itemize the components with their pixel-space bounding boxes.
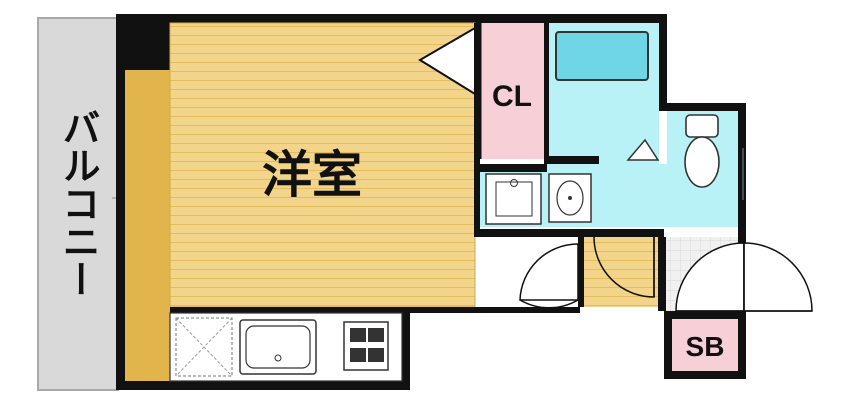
bath-door-marker: [626, 138, 660, 161]
wash-basin-icon: [548, 173, 592, 223]
exterior-walls: [116, 14, 664, 390]
hallway-floor: [584, 237, 658, 307]
toilet-icon: [684, 114, 720, 188]
washing-machine-space: [485, 173, 542, 225]
room-door-swing: [519, 243, 579, 309]
fridge-space: [175, 317, 233, 377]
floor-border: [125, 70, 170, 381]
western-room-label: 洋室: [262, 146, 362, 204]
closet-area: [480, 23, 544, 159]
shoe-box-label: SB: [686, 331, 725, 362]
closet-label: CL: [492, 80, 532, 113]
bathtub: [555, 31, 649, 81]
kitchen-sink-icon: [239, 319, 317, 375]
shoe-box-area: [672, 319, 738, 371]
balcony-label: バルコニー: [56, 108, 100, 298]
stove-icon: [343, 321, 389, 371]
western-room-floor: [170, 23, 475, 307]
washroom-door-swing: [593, 236, 655, 298]
entrance-door-swing: [675, 242, 813, 312]
